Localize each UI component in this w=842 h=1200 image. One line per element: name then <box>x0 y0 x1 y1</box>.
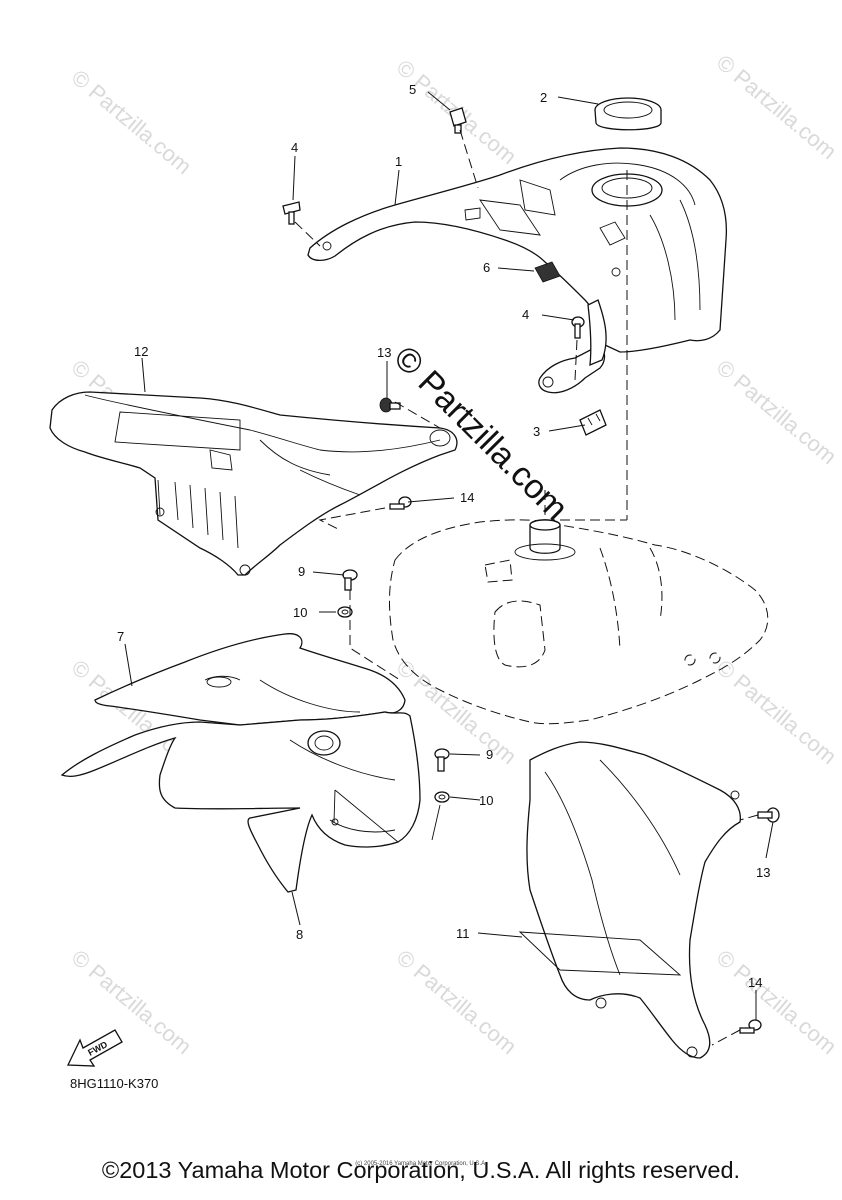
part-2-grommet <box>594 97 662 131</box>
bolt-4-upper <box>282 201 301 225</box>
callout-10-upper: 10 <box>293 605 307 620</box>
callout-6: 6 <box>483 260 490 275</box>
part-1-tank-cover <box>307 147 728 353</box>
bolt-4-lower <box>571 316 585 339</box>
fuel-tank <box>389 519 769 725</box>
washer-10-upper <box>337 606 353 618</box>
callout-9-upper: 9 <box>298 564 305 579</box>
watermark-tile: © Partzilla.com <box>712 355 842 469</box>
callout-3: 3 <box>533 424 540 439</box>
callout-11: 11 <box>456 926 470 941</box>
callout-1: 1 <box>395 154 402 169</box>
callout-10-lower: 10 <box>479 793 493 808</box>
leader-lines <box>124 91 774 1020</box>
watermark-tile: © Partzilla.com <box>712 655 842 769</box>
part-7-side-cover <box>94 633 406 726</box>
callouts: 2 5 1 4 6 4 3 12 13 14 9 10 7 9 10 8 11 … <box>117 82 770 990</box>
fwd-arrow-icon: FWD <box>66 1029 123 1067</box>
callout-8: 8 <box>296 927 303 942</box>
callout-5: 5 <box>409 82 416 97</box>
bolt-13-lower <box>757 807 780 823</box>
watermark-tile: © Partzilla.com <box>67 65 197 179</box>
diagram-code: 8HG1110-K370 <box>70 1076 158 1091</box>
callout-4-upper: 4 <box>291 140 298 155</box>
side-bracket <box>538 299 607 394</box>
callout-4-lower: 4 <box>522 307 529 322</box>
watermark-tile: © Partzilla.com <box>712 50 842 164</box>
bolt-9-lower <box>434 748 450 772</box>
washer-10-lower <box>434 791 450 803</box>
bolt-13-upper <box>379 397 401 413</box>
small-copyright: (c) 2005-2016 Yamaha Motor Corporation, … <box>355 1161 487 1167</box>
callout-14-lower: 14 <box>748 975 762 990</box>
reference-lines <box>294 129 759 1046</box>
watermark-tile: © Partzilla.com <box>712 945 842 1059</box>
callout-12: 12 <box>134 344 148 359</box>
part-12-cover <box>49 391 458 576</box>
part-11-side-panel <box>518 741 741 1059</box>
footer-copyright: ©2013 Yamaha Motor Corporation, U.S.A. A… <box>101 1157 741 1183</box>
callout-2: 2 <box>540 90 547 105</box>
callout-7: 7 <box>117 629 124 644</box>
part-6-clip <box>534 261 561 283</box>
callout-9-lower: 9 <box>486 747 493 762</box>
bolt-14-lower <box>739 1019 762 1034</box>
callout-14-upper: 14 <box>460 490 474 505</box>
callout-13-upper: 13 <box>377 345 391 360</box>
bolt-5 <box>449 107 467 134</box>
bolt-9-upper <box>342 569 358 591</box>
part-8-side-cover <box>60 711 421 893</box>
part-3-bracket <box>579 409 607 436</box>
callout-13-lower: 13 <box>756 865 770 880</box>
watermark-tile: © Partzilla.com <box>67 945 197 1059</box>
bolt-14-upper <box>389 496 412 510</box>
watermark-tile: © Partzilla.com <box>392 945 522 1059</box>
